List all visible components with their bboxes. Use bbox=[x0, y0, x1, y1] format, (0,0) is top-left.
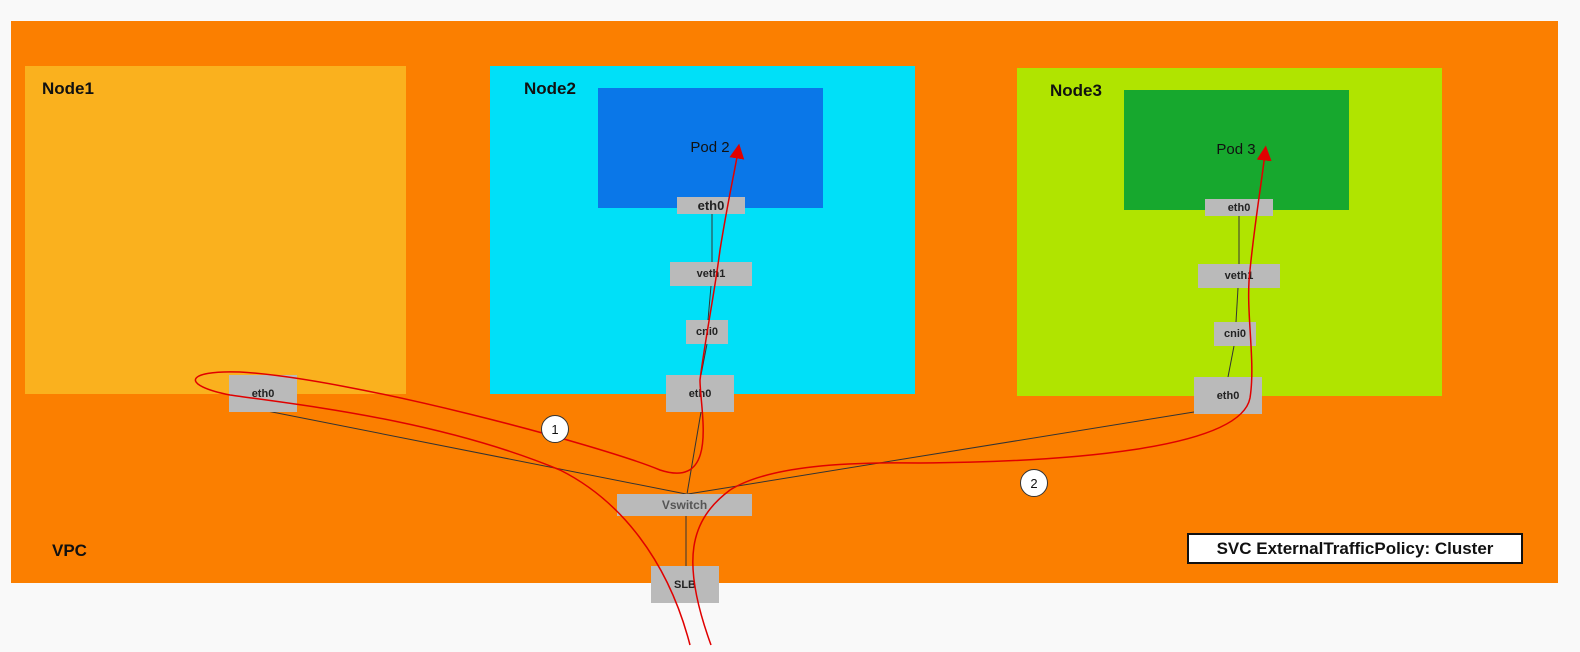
vpc-label: VPC bbox=[52, 541, 87, 560]
line-node3-eth0-vswitch bbox=[687, 411, 1195, 495]
path-marker-1: 1 bbox=[541, 415, 569, 443]
node3-title: Node3 bbox=[1050, 81, 1102, 100]
pod3-label: Pod 3 bbox=[1216, 141, 1256, 158]
pod2-label: Pod 2 bbox=[690, 139, 730, 156]
node3-pod-eth0[interactable]: eth0 bbox=[1205, 199, 1273, 216]
pod2-box bbox=[598, 88, 823, 208]
pod3-box bbox=[1124, 90, 1349, 210]
node3-veth1[interactable]: veth1 bbox=[1198, 264, 1280, 288]
node2-veth1[interactable]: veth1 bbox=[670, 262, 752, 286]
line-node2-eth0-vswitch bbox=[686, 411, 702, 495]
path-marker-2: 2 bbox=[1020, 469, 1048, 497]
node2-title: Node2 bbox=[524, 79, 576, 98]
line-node3-veth-cni bbox=[1235, 287, 1239, 323]
line-node2-veth-cni bbox=[707, 285, 712, 321]
line-node1-eth0-vswitch bbox=[261, 409, 687, 495]
line-node3-cni-eth0 bbox=[1227, 345, 1235, 378]
node1-title: Node1 bbox=[42, 79, 94, 98]
traffic-path-2 bbox=[692, 145, 1272, 646]
node3-cni0[interactable]: cni0 bbox=[1214, 322, 1256, 346]
traffic-path-1 bbox=[194, 143, 745, 646]
node1-eth0[interactable]: eth0 bbox=[229, 375, 297, 412]
node3-eth0[interactable]: eth0 bbox=[1194, 377, 1262, 414]
node1-box bbox=[25, 66, 406, 394]
policy-label: SVC ExternalTrafficPolicy: Cluster bbox=[1187, 533, 1523, 564]
